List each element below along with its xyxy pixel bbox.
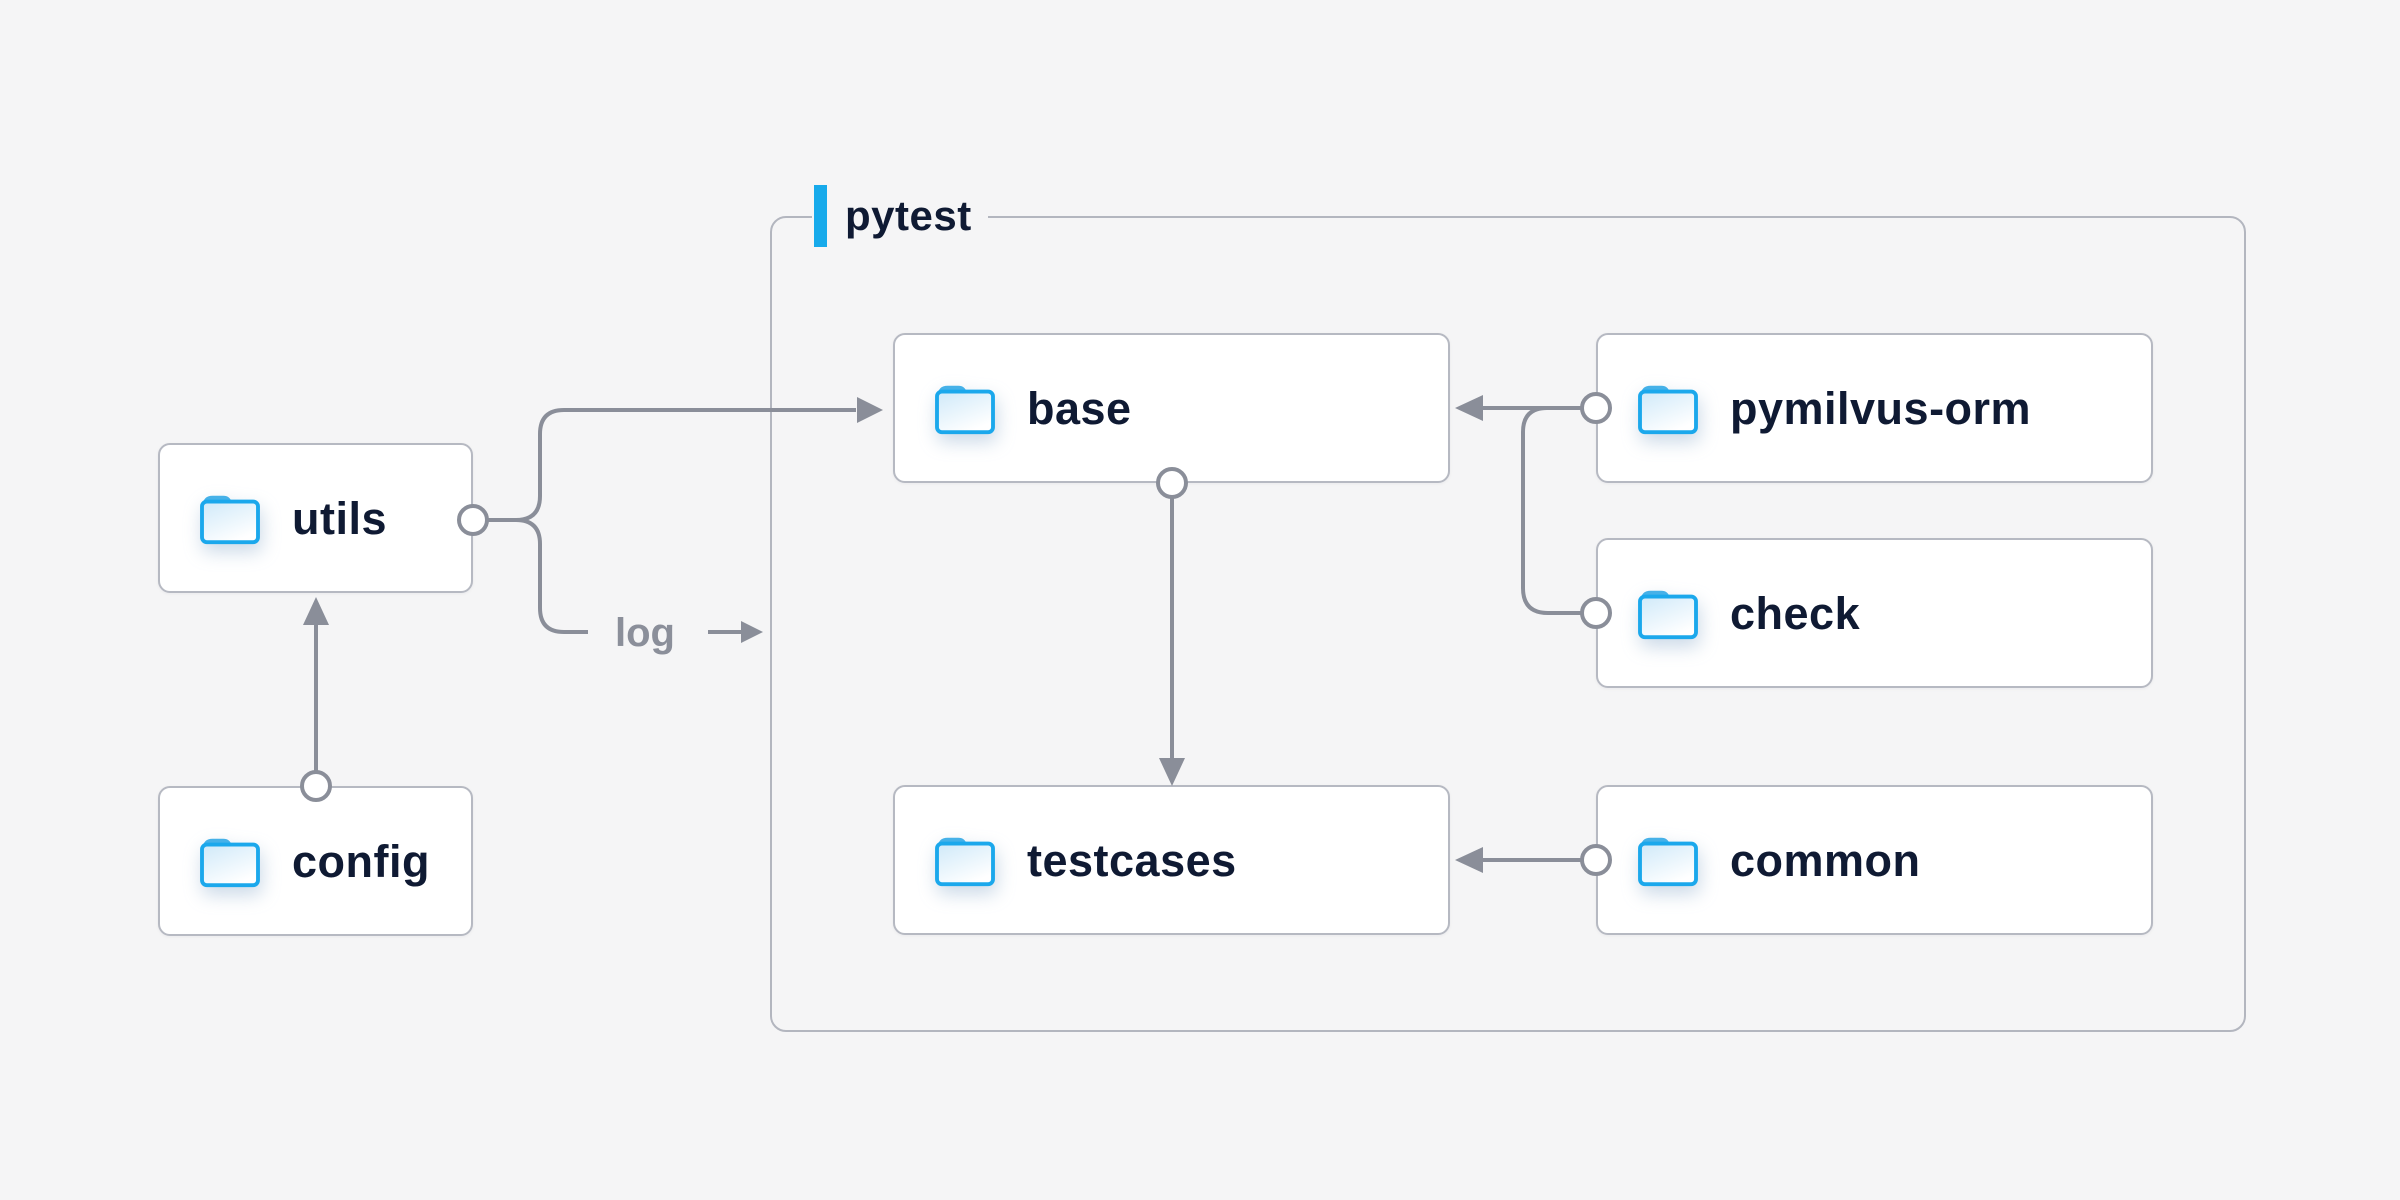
node-config: config	[158, 786, 473, 936]
folder-icon	[198, 833, 262, 889]
arrowhead-right-icon	[741, 621, 763, 643]
node-label: common	[1730, 834, 1921, 886]
node-utils: utils	[158, 443, 473, 593]
log-edge-label: log	[615, 611, 675, 655]
folder-icon	[933, 832, 997, 888]
arrowhead-up-icon	[303, 597, 329, 625]
node-label: utils	[292, 492, 388, 544]
pytest-group-label: pytest	[812, 185, 988, 247]
node-check: check	[1596, 538, 2153, 688]
folder-icon	[198, 490, 262, 546]
node-base: base	[893, 333, 1450, 483]
pytest-group-title: pytest	[845, 192, 972, 239]
folder-icon	[1636, 380, 1700, 436]
pytest-group-box	[770, 216, 2246, 1032]
node-label: check	[1730, 587, 1861, 639]
accent-bar	[814, 185, 827, 247]
node-label: config	[292, 835, 430, 887]
folder-icon	[1636, 585, 1700, 641]
node-label: pymilvus-orm	[1730, 382, 2032, 434]
folder-icon	[933, 380, 997, 436]
folder-icon	[1636, 832, 1700, 888]
node-label: testcases	[1027, 834, 1237, 886]
edge-utils-to-log	[487, 518, 588, 634]
node-pymilvus-orm: pymilvus-orm	[1596, 333, 2153, 483]
node-label: base	[1027, 382, 1132, 434]
node-common: common	[1596, 785, 2153, 935]
node-testcases: testcases	[893, 785, 1450, 935]
